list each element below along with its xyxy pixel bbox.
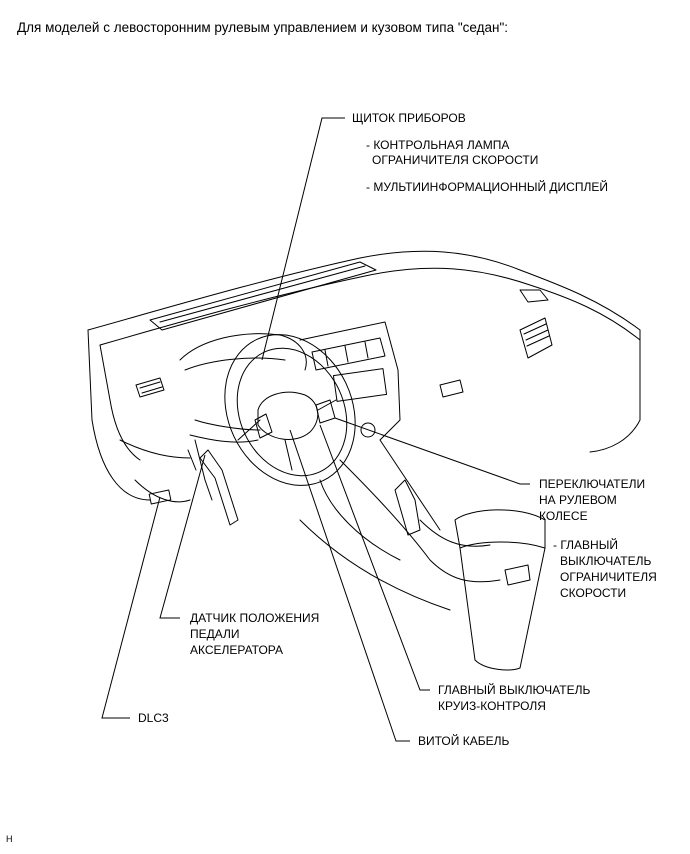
center-stack — [300, 322, 400, 440]
steering-switch-right — [316, 400, 335, 423]
dash-left-side — [88, 330, 150, 500]
right-vent — [520, 318, 552, 358]
label-limiter-main-3: ОГРАНИЧИТЕЛЯ — [560, 570, 657, 584]
leader-accel-sensor — [160, 455, 205, 618]
page-heading: Для моделей с левосторонним рулевым упра… — [17, 20, 508, 35]
steering-wheel-outer — [201, 313, 379, 507]
leader-steering-switches — [335, 418, 530, 484]
label-steering-switches-3: КОЛЕСЕ — [539, 509, 588, 523]
label-speed-limiter-lamp: - КОНТРОЛЬНАЯ ЛАМПА — [366, 138, 510, 152]
console-box-body — [460, 548, 545, 670]
label-accel-sensor-3: АКСЕЛЕРАТОРА — [190, 643, 284, 657]
control-knob — [361, 423, 375, 437]
label-limiter-main-2: ВЫКЛЮЧАТЕЛЬ — [560, 554, 652, 568]
dash-top-outline — [88, 251, 640, 330]
label-cruise-main-2: КРУИЗ-КОНТРОЛЯ — [438, 699, 546, 713]
leader-instrument-panel — [262, 118, 345, 360]
label-steering-switches: ПЕРЕКЛЮЧАТЕЛИ — [539, 477, 646, 491]
label-spiral-cable: ВИТОЙ КАБЕЛЬ — [418, 734, 510, 748]
hazard-button — [440, 380, 463, 397]
left-vent — [136, 378, 164, 397]
label-speed-limiter-lamp-2: ОГРАНИЧИТЕЛЯ СКОРОСТИ — [372, 153, 539, 167]
gear-shifter — [395, 480, 420, 535]
label-accel-sensor: ДАТЧИК ПОЛОЖЕНИЯ — [190, 611, 320, 625]
console-box — [455, 510, 545, 548]
footer-mark: H — [6, 834, 13, 844]
accelerator-pedal — [200, 450, 238, 525]
steering-switch-left — [255, 414, 272, 438]
label-cruise-main: ГЛАВНЫЙ ВЫКЛЮЧАТЕЛЬ — [438, 683, 591, 697]
label-steering-switches-2: НА РУЛЕВОМ — [539, 493, 617, 507]
center-vents — [312, 338, 385, 370]
steering-hub — [258, 392, 318, 439]
defroster-vent — [150, 262, 376, 330]
label-dlc3: DLC3 — [138, 711, 169, 725]
leader-dlc3 — [102, 497, 160, 718]
label-limiter-main: - ГЛАВНЫЙ — [553, 538, 618, 552]
label-accel-sensor-2: ПЕДАЛИ — [190, 627, 240, 641]
leader-spiral-cable — [290, 430, 410, 741]
dash-right-side — [590, 330, 640, 452]
dash-top-inner — [100, 268, 640, 345]
display-unit — [333, 369, 386, 402]
steering-column — [195, 420, 260, 430]
leader-cruise-main — [320, 425, 430, 690]
center-console — [340, 460, 500, 582]
label-instrument-panel: ЩИТОК ПРИБОРОВ — [352, 111, 466, 125]
instrument-hood — [180, 334, 306, 370]
label-limiter-main-4: СКОРОСТИ — [560, 586, 627, 600]
label-multi-display: - МУЛЬТИИНФОРМАЦИОННЫЙ ДИСПЛЕЙ — [366, 180, 608, 194]
dlc3-connector — [149, 490, 171, 504]
